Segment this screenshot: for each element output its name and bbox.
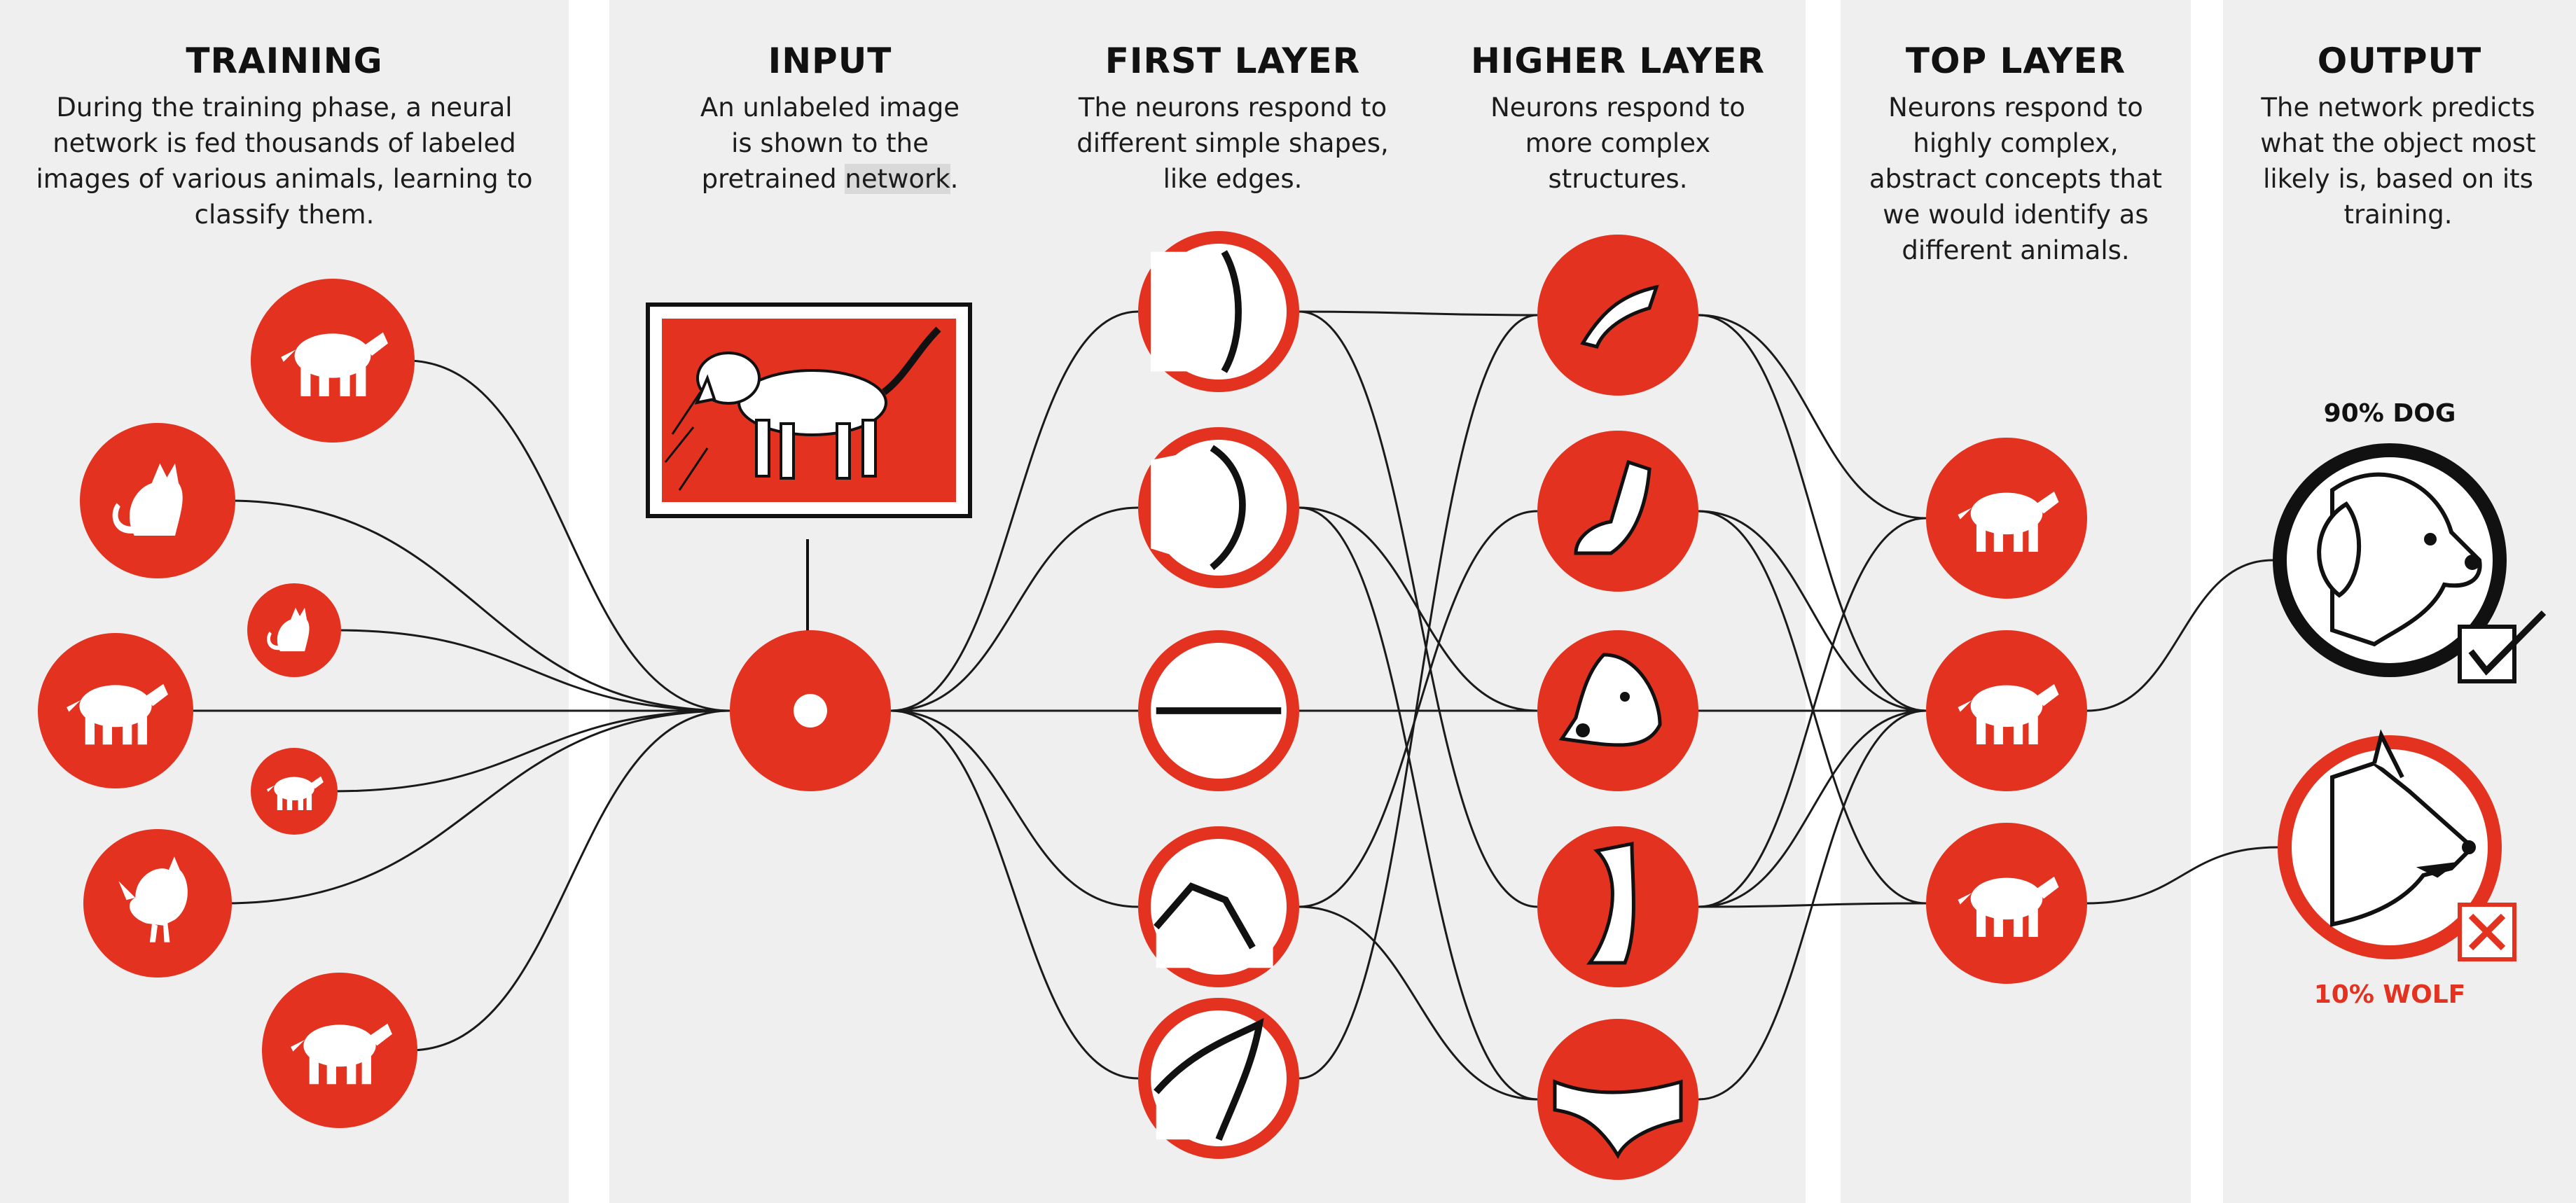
training-heading: TRAINING [186,41,383,81]
wolf-head-icon [2330,729,2476,927]
crescent-edge-icon [1151,448,1242,568]
dog-head-icon [2317,472,2482,647]
top-layer-panel [1841,0,2191,1203]
connection-line [1698,517,1927,908]
training-node [251,748,338,835]
training-node [80,423,235,578]
connection-line [1698,314,1927,712]
training-node [262,973,417,1128]
connection-line [1698,709,1927,908]
input-description: An unlabeled image is shown to the pretr… [690,90,970,197]
higher-layer-node [1537,1019,1698,1180]
input-panel [609,0,1051,1203]
connection-line [224,709,730,905]
connection-line [1299,310,1538,317]
higher-layer-heading: HIGHER LAYER [1470,41,1766,81]
check-icon [2468,610,2547,676]
connection-line [1698,709,1927,1101]
dog-probability-label: 90% DOG [2323,399,2456,428]
output-description: The network predicts what the object mos… [2260,92,2536,230]
connection-line [1299,506,1538,1101]
connection-line [2086,559,2273,712]
connection-line [1299,510,1538,908]
dog-head-icon [1558,653,1662,747]
connection-line [1698,510,1927,905]
connection-lines [185,310,2278,1101]
connection-line [1698,314,1927,520]
higher-layer-node [1537,235,1698,396]
connection-line [890,310,1139,712]
first-layer-node [1138,630,1299,791]
higher-layer-node [1537,826,1698,987]
training-node [38,633,193,788]
ear-shape-icon [1580,284,1659,349]
input-node [730,630,891,791]
first-layer-node [1138,826,1299,987]
higher-layer-node [1537,630,1698,791]
connection-line [1299,314,1538,1080]
connection-line [336,629,730,712]
connection-line [1698,510,1927,712]
first-layer-panel [1051,0,1806,1203]
connection-line [2086,846,2278,905]
torso-shape-icon [1553,1079,1683,1160]
first-layer-node [1138,231,1299,392]
connection-line [890,709,1139,1080]
top-layer-node [1926,823,2087,984]
first-layer-description: The neurons respond to different simple … [1076,92,1389,194]
higher-layer [1537,235,1698,1180]
connection-line [890,709,1139,908]
output-dog [2273,443,2547,683]
leg-shape-icon [1586,841,1635,965]
top-layer-node [1926,438,2087,599]
training-node [83,829,232,978]
connection-line [406,359,730,712]
input-photo [646,303,972,518]
connection-line [1299,506,1538,712]
connection-line [1299,905,1538,1101]
higher-layer-node [1537,431,1698,592]
first-layer-heading: FIRST LAYER [1105,41,1361,81]
connection-line [409,709,730,1052]
dog-photo-icon [664,326,941,491]
top-layer-node [1926,630,2087,791]
training-node [251,279,415,443]
curve-edge-icon [1151,252,1238,372]
top-layer-description: Neurons respond to highly complex, abstr… [1869,92,2163,265]
output-heading: OUTPUT [2317,41,2482,81]
top-layer [1926,438,2087,984]
top-layer-heading: TOP LAYER [1905,41,2126,81]
training-node [247,583,341,677]
higher-layer-description: Neurons respond to more complex structur… [1490,92,1745,194]
input-description-end: . [950,164,959,194]
output-wolf [2278,729,2516,961]
input-heading: INPUT [768,41,892,81]
training-layer [38,279,417,1128]
first-layer [1138,231,1299,1159]
input-description-text: An unlabeled image is shown to the pretr… [700,92,960,194]
paw-shape-icon [1574,459,1651,555]
network-highlight: network [845,164,950,194]
x-icon [2468,913,2506,951]
first-layer-node [1138,427,1299,588]
connection-line [333,709,730,793]
connection-line [227,499,730,712]
first-layer-node [1138,998,1299,1159]
training-description: During the training phase, a neural netw… [36,92,533,230]
connection-line [890,506,1139,712]
wolf-probability-label: 10% WOLF [2313,980,2466,1009]
